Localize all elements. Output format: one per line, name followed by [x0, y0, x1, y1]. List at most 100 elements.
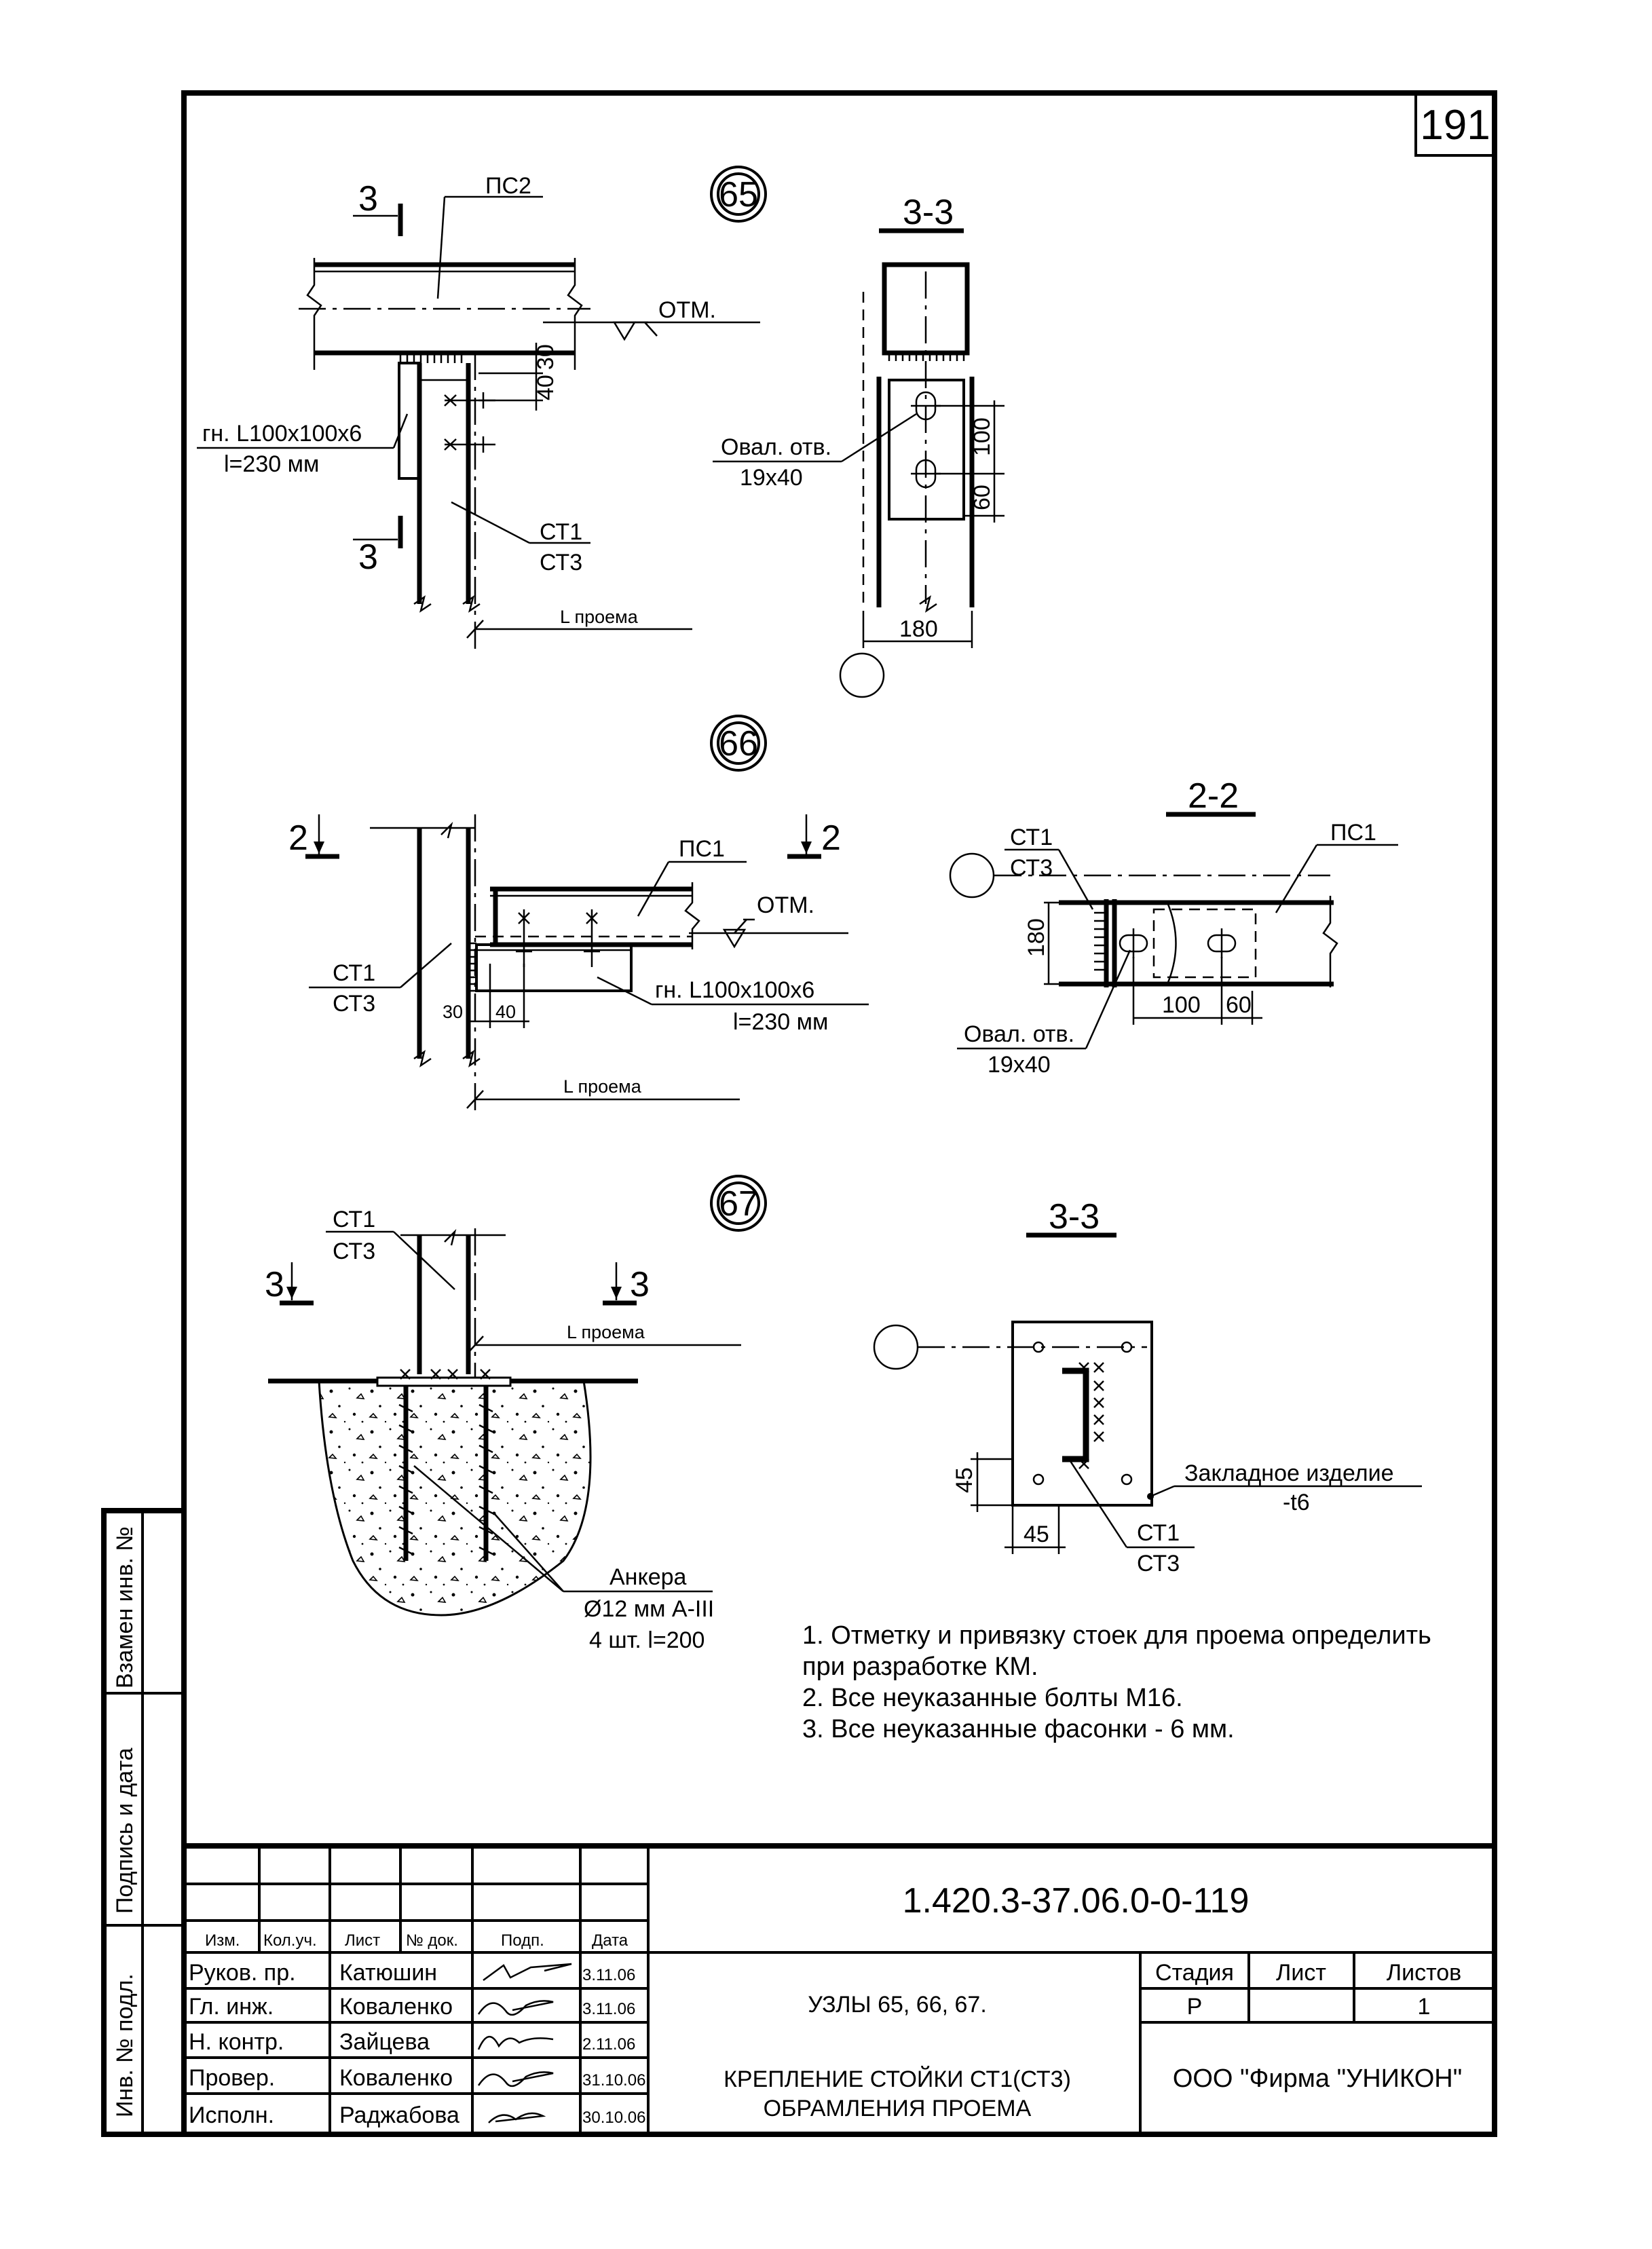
section-2-2-dim-180: 180 [1024, 918, 1049, 957]
node-65: 65 3 3 ПС2 ОТМ. [197, 166, 767, 651]
signature-marks [477, 1963, 572, 2123]
section-2-2-dim-100: 100 [1162, 992, 1201, 1018]
section-3-3-bottom-dim-45-horizontal: 45 [1024, 1522, 1049, 1547]
title-block: Изм. Кол.уч. Лист № док. Подп. Дата Руко… [184, 1843, 1495, 2134]
document-code: 1.420.3-37.06.0-0-119 [903, 1881, 1250, 1921]
section-2-2-dim-60: 60 [1226, 992, 1252, 1018]
node-65-beam-label: ПС2 [485, 173, 531, 199]
node-66-column-label-2: СТ3 [333, 991, 375, 1017]
anchor-bars [398, 1386, 493, 1561]
node-66-cut-mark-right: 2 [821, 818, 841, 858]
node-66-dim-40: 40 [495, 1002, 516, 1022]
section-2-2-hole-size: 19x40 [988, 1052, 1051, 1078]
node-66-angle-length: l=230 мм [733, 1009, 828, 1035]
row-name: Зайцева [339, 2029, 430, 2055]
node-67-number: 67 [719, 1184, 758, 1224]
row-date: 2.11.06 [582, 2035, 635, 2054]
section-2-2-title: 2-2 [1188, 776, 1239, 816]
title-line-1: УЗЛЫ 65, 66, 67. [808, 1992, 987, 2018]
header-kol-uch: Кол.уч. [263, 1931, 317, 1950]
header-izm: Изм. [205, 1931, 240, 1950]
node-65-dim-40: 40 [533, 375, 559, 400]
node-67-anchor-spec: Ø12 мм A-III [584, 1596, 714, 1622]
note-line-2: при разработке КМ. [802, 1652, 1038, 1681]
row-name: Катюшин [339, 1960, 437, 1986]
node-65-level-label: ОТМ. [658, 297, 716, 323]
section-2-2-beam-label: ПС1 [1330, 820, 1376, 846]
node-67-span-label: L проема [567, 1322, 645, 1342]
side-stamp-inv-original: Инв. № подл. [112, 1973, 138, 2117]
section-3-3-top-hole-size: 19x40 [740, 465, 803, 491]
row-role: Руков. пр. [189, 1960, 296, 1986]
node-67-cut-mark-left: 3 [265, 1265, 284, 1304]
row-date: 3.11.06 [582, 2000, 635, 2018]
title-line-3: ОБРАМЛЕНИЯ ПРОЕМА [764, 2096, 1032, 2121]
stage-value: Р [1187, 1994, 1203, 2020]
section-3-3-bottom-title: 3-3 [1049, 1197, 1100, 1236]
note-line-4: 3. Все неуказанные фасонки - 6 мм. [802, 1715, 1235, 1743]
node-66-number: 66 [719, 724, 758, 763]
section-2-2-column-label-1: СТ1 [1010, 825, 1053, 850]
sheets-header: Листов [1387, 1960, 1461, 1986]
header-date: Дата [592, 1931, 628, 1950]
section-3-3-top-dim-100: 100 [969, 417, 995, 456]
sheet-header: Лист [1276, 1960, 1326, 1986]
sheet-number: 191 [1420, 102, 1490, 149]
side-stamp-replaced-inv: Взамен инв. № [112, 1526, 138, 1688]
node-66: 66 2 2 [288, 715, 869, 1113]
node-65-dim-30: 30 [533, 344, 559, 370]
note-line-1: 1. Отметку и привязку стоек для проема о… [802, 1621, 1431, 1650]
section-3-3-top-hole-label: Овал. отв. [721, 434, 831, 460]
node-66-level-label: ОТМ. [757, 892, 814, 918]
general-notes: 1. Отметку и привязку стоек для проема о… [802, 1621, 1431, 1743]
section-2-2-column-label-2: СТ3 [1010, 855, 1053, 881]
section-3-3-bottom-column-label-2: СТ3 [1137, 1551, 1180, 1576]
node-65-angle-length: l=230 мм [224, 451, 319, 477]
header-signature: Подп. [501, 1931, 544, 1950]
node-66-span-label: L проема [563, 1076, 642, 1097]
node-65-column-label-2: СТ3 [540, 550, 582, 575]
organization-name: ООО "Фирма "УНИКОН" [1173, 2064, 1462, 2093]
node-67-column-label-1: СТ1 [333, 1207, 375, 1232]
node-65-column-label-1: СТ1 [540, 519, 582, 545]
node-67-anchor-count: 4 шт. l=200 [589, 1627, 705, 1653]
side-stamp: Взамен инв. № Подпись и дата Инв. № подл… [101, 1508, 187, 2137]
node-66-angle-label: гн. L100x100x6 [655, 977, 814, 1003]
row-name: Раджабова [339, 2102, 459, 2128]
side-stamp-signature-date: Подпись и дата [112, 1747, 138, 1914]
stage-header: Стадия [1155, 1960, 1234, 1986]
node-65-angle-label: гн. L100x100x6 [202, 421, 362, 447]
section-3-3-top-dim-180: 180 [899, 616, 938, 642]
sheet-frame: 191 [181, 90, 1497, 2137]
node-66-cut-mark-left: 2 [288, 818, 308, 858]
node-65-cut-mark-bottom: 3 [358, 537, 378, 577]
header-list: Лист [345, 1931, 380, 1950]
section-3-3-top: 3-3 100 60 180 [713, 193, 1005, 698]
section-3-3-top-title: 3-3 [903, 193, 954, 232]
node-67: 67 3 3 СТ1 СТ3 L проема [265, 1175, 767, 1653]
note-line-3: 2. Все неуказанные болты М16. [802, 1684, 1183, 1712]
row-name: Коваленко [339, 1994, 453, 2020]
sheets-value: 1 [1418, 1994, 1431, 2020]
node-65-cut-mark-top: 3 [358, 179, 378, 219]
node-67-cut-mark-right: 3 [630, 1265, 650, 1304]
section-3-3-bottom: 3-3 45 45 Закладное [873, 1197, 1422, 1576]
section-3-3-top-dim-60: 60 [969, 485, 995, 510]
node-67-column-label-2: СТ3 [333, 1239, 375, 1264]
row-role: Гл. инж. [189, 1994, 274, 2020]
section-3-3-bottom-plate-thickness: -t6 [1283, 1490, 1310, 1515]
row-date: 31.10.06 [582, 2071, 645, 2090]
section-2-2-hole-label: Овал. отв. [964, 1021, 1074, 1047]
row-date: 30.10.06 [582, 2109, 645, 2127]
node-65-span-label: L проема [560, 607, 639, 627]
title-line-2: КРЕПЛЕНИЕ СТОЙКИ СТ1(СТ3) [724, 2066, 1071, 2092]
section-3-3-bottom-column-label-1: СТ1 [1137, 1520, 1180, 1546]
node-65-number: 65 [719, 175, 758, 214]
row-date: 3.11.06 [582, 1966, 635, 1984]
section-3-3-bottom-plate-label: Закладное изделие [1184, 1460, 1394, 1486]
section-3-3-bottom-dim-45-vertical: 45 [952, 1467, 977, 1493]
node-66-column-label-1: СТ1 [333, 960, 375, 986]
node-66-dim-30: 30 [443, 1002, 463, 1022]
section-2-2: 2-2 180 100 60 [949, 776, 1398, 1078]
